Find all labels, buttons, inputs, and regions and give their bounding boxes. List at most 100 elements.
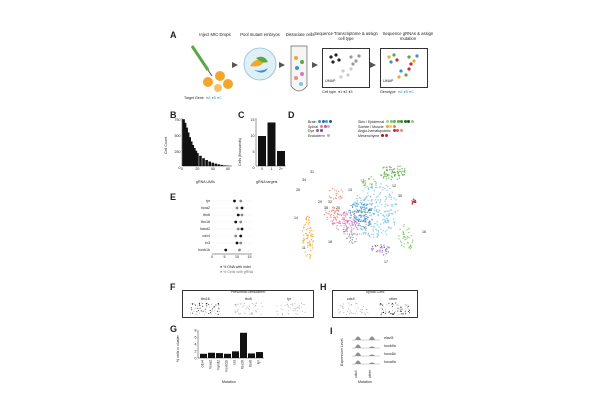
mini-point — [357, 307, 359, 309]
umap-point — [405, 238, 407, 240]
mini-point — [190, 307, 192, 309]
h-sub-1: cdx4 — [347, 297, 355, 301]
mini-point — [299, 307, 301, 309]
b-bar — [183, 122, 187, 166]
mini-point — [286, 303, 288, 305]
umap-point — [379, 200, 382, 202]
umap-point — [374, 209, 376, 212]
umap-point — [353, 221, 355, 224]
umap-point — [371, 218, 373, 221]
b-xtick: 40 — [211, 167, 215, 171]
umap-point — [355, 240, 357, 243]
c-bar — [277, 151, 285, 166]
umap-point — [394, 203, 396, 206]
mini-point — [400, 311, 402, 313]
mini-point — [235, 305, 237, 307]
umap-point — [403, 243, 405, 245]
mini-point — [407, 310, 409, 312]
umap-point — [380, 183, 382, 185]
mini-point — [292, 303, 294, 305]
umap-point — [367, 224, 370, 227]
umap-point — [380, 232, 383, 234]
umap-point — [386, 229, 388, 231]
mini-point — [292, 310, 294, 312]
umap-point — [372, 247, 374, 250]
umap-point — [414, 199, 417, 202]
umap-point — [403, 235, 406, 238]
mini-point — [213, 305, 215, 307]
i-violin-cdx4 — [355, 344, 361, 348]
umap-point — [326, 218, 328, 221]
umap-point — [333, 212, 336, 215]
umap-point — [386, 218, 388, 220]
umap-point — [377, 205, 379, 207]
umap-point — [375, 196, 378, 198]
mini-point — [386, 304, 388, 306]
mini-point — [239, 314, 241, 316]
umap-point — [307, 223, 310, 225]
umap-point — [336, 227, 338, 229]
umap-point — [310, 238, 313, 241]
umap-point — [303, 239, 306, 241]
umap-point — [387, 226, 390, 229]
umap-point — [341, 196, 343, 199]
umap-point — [342, 222, 344, 224]
mini-point — [342, 307, 344, 309]
umap-point — [401, 244, 403, 246]
umap-point — [409, 245, 412, 248]
i-gene-label: hoxb9a — [384, 344, 396, 348]
umap-point — [375, 186, 377, 189]
umap-point — [403, 246, 405, 248]
umap-point — [383, 176, 385, 178]
mini-point — [351, 303, 353, 305]
umap-point — [376, 186, 378, 189]
umap-point — [374, 222, 376, 225]
umap-point — [373, 225, 375, 228]
umap-point — [328, 195, 331, 197]
umap-point — [356, 194, 359, 197]
umap-point — [331, 209, 333, 211]
mini-point — [398, 313, 400, 315]
umap-point — [305, 218, 307, 220]
umap-point — [370, 209, 372, 211]
e-legend-2: ● % Cells with gRNA — [220, 270, 254, 274]
umap-point — [373, 236, 375, 238]
mini-point — [236, 303, 238, 305]
umap-point — [362, 204, 365, 206]
umap-point — [360, 203, 363, 205]
umap-point — [349, 219, 351, 221]
umap-point — [362, 232, 365, 234]
umap-point — [375, 181, 377, 183]
mini-point — [235, 303, 237, 305]
umap-point — [363, 208, 365, 211]
umap-point — [346, 228, 348, 230]
mini-point — [218, 311, 220, 313]
mini-point — [191, 312, 193, 314]
umap-point — [377, 199, 379, 201]
umap-point — [378, 226, 380, 228]
e-point-grna — [238, 248, 241, 252]
panel-h-label: H — [320, 282, 327, 292]
mini-point — [218, 304, 220, 306]
umap-point — [334, 222, 336, 224]
umap-point — [354, 210, 356, 212]
umap-point — [360, 225, 363, 228]
umap-point — [337, 190, 340, 193]
umap-point — [367, 199, 369, 201]
umap-point — [367, 192, 369, 194]
umap-point — [344, 214, 346, 216]
umap-point — [391, 213, 393, 215]
umap-point — [396, 170, 399, 173]
umap-point — [390, 204, 392, 206]
mini-point — [238, 313, 240, 315]
f-sub-1: tbx16 — [201, 297, 210, 301]
mini-point — [195, 304, 197, 306]
b-bar — [208, 161, 211, 166]
umap-point — [398, 238, 400, 240]
mini-point — [302, 310, 304, 312]
c-ylabel: Cells (thousands) — [238, 138, 242, 166]
b-bar — [196, 153, 199, 166]
umap-point — [351, 227, 353, 229]
mini-point — [280, 308, 282, 310]
umap-point — [406, 229, 408, 231]
